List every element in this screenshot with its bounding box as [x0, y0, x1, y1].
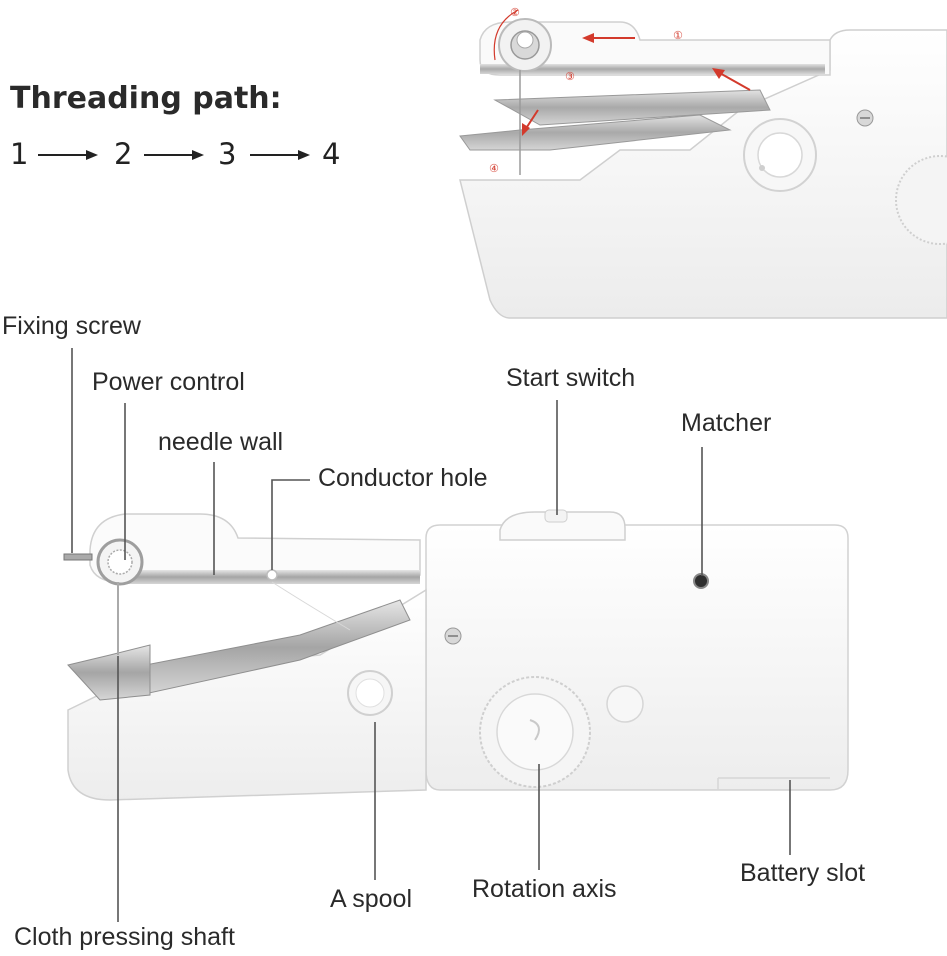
leader-conductor-hole	[271, 479, 310, 570]
label-power-control: Power control	[92, 368, 245, 396]
label-conductor-hole: Conductor hole	[318, 464, 488, 492]
threading-step-2: 2	[114, 137, 133, 171]
threading-step-4: 4	[322, 137, 341, 171]
label-rotation-axis: Rotation axis	[472, 875, 617, 903]
threading-path-title: Threading path:	[10, 81, 282, 116]
threading-step-arrows	[38, 150, 310, 160]
label-battery-slot: Battery slot	[740, 859, 866, 887]
thread-marker-2: ②	[510, 6, 520, 19]
thread-marker-4: ④	[489, 162, 499, 175]
thread-marker-1: ①	[673, 29, 683, 42]
threading-step-3: 3	[218, 137, 237, 171]
label-a-spool: A spool	[330, 885, 413, 913]
step-arrow-3	[250, 150, 310, 160]
threading-step-1: 1	[10, 137, 29, 171]
step-arrow-1	[38, 150, 98, 160]
sewing-machine-image	[63, 509, 849, 801]
label-start-switch: Start switch	[506, 364, 636, 392]
label-matcher: Matcher	[681, 409, 772, 437]
thread-marker-3: ③	[565, 70, 575, 83]
label-cloth-pressing-shaft: Cloth pressing shaft	[14, 923, 235, 951]
label-needle-wall: needle wall	[158, 428, 284, 456]
step-arrow-2	[144, 150, 204, 160]
threading-closeup-image: ① ② ③ ④	[459, 6, 947, 319]
label-fixing-screw: Fixing screw	[2, 312, 141, 340]
